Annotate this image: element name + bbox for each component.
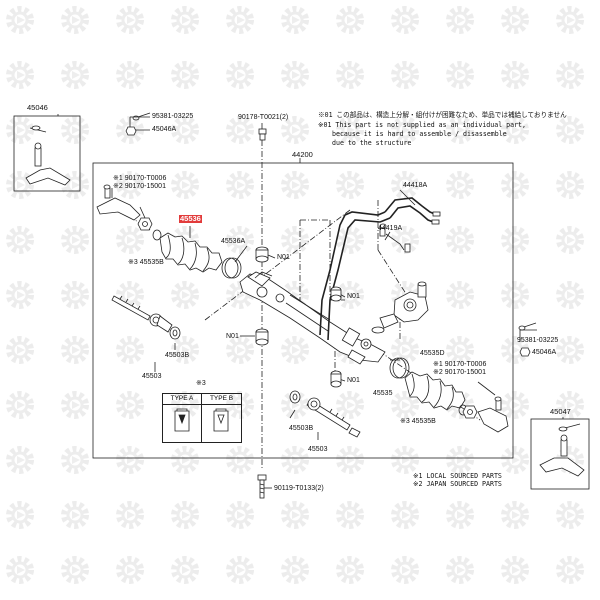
inner-tie-rod-right xyxy=(306,397,361,438)
type-b-label: TYPE B xyxy=(202,394,241,405)
part-label-n01-c[interactable]: N01 xyxy=(226,333,239,340)
leader-line xyxy=(139,206,146,219)
part-label-90170-t0006-left[interactable]: ※1 90170-T0006 xyxy=(113,175,167,182)
bolt-90178 xyxy=(258,128,267,141)
part-label-44418a[interactable]: 44418A xyxy=(403,182,428,189)
part-label-90170-15001-right[interactable]: ※2 90170-15001 xyxy=(433,369,486,376)
part-label-n01-d[interactable]: N01 xyxy=(347,377,360,384)
n01-bushing-a xyxy=(255,246,269,263)
part-label-n01-a[interactable]: N01 xyxy=(277,254,290,261)
part-label-n01-b[interactable]: N01 xyxy=(347,293,360,300)
legend-japan-sourced: ※2 JAPAN SOURCED PARTS xyxy=(413,480,502,488)
part-label-45535b-right[interactable]: ※3 45535B xyxy=(400,418,436,425)
part-label-90170-t0006-right[interactable]: ※1 90170-T0006 xyxy=(433,361,487,368)
note-english-3: due to the structure xyxy=(332,139,412,147)
leader-line xyxy=(384,231,391,241)
tie-rod-end-left xyxy=(96,184,141,221)
part-label-45047[interactable]: 45047 xyxy=(550,407,571,416)
hydraulic-lines xyxy=(319,197,438,341)
note-english-2: because it is hard to assemble / disasse… xyxy=(332,130,507,138)
part-label-45536-highlighted[interactable]: 45536 xyxy=(179,214,202,223)
line-fittings xyxy=(379,211,441,253)
rack-housing xyxy=(239,271,386,365)
clamp-45536a xyxy=(221,257,242,279)
cotter-pin-right xyxy=(518,322,537,331)
n01-bushing-b xyxy=(330,286,342,302)
tie-rod-end-box-left xyxy=(13,115,81,192)
pinion-valve xyxy=(371,281,429,334)
type-legend-marker: ※3 xyxy=(196,380,206,387)
part-label-95381-right[interactable]: 95381-03225 xyxy=(517,337,559,344)
part-label-45046[interactable]: 45046 xyxy=(27,103,48,112)
lock-washer-45503b-right xyxy=(289,390,301,404)
part-label-45046a-right[interactable]: 45046A xyxy=(532,349,557,356)
leader-line xyxy=(289,409,296,419)
part-label-45535[interactable]: 45535 xyxy=(373,390,393,397)
part-label-90119[interactable]: 90119-T0133(2) xyxy=(274,485,324,492)
washer-45046a-left xyxy=(125,126,137,136)
part-label-45503b-right[interactable]: 45503B xyxy=(289,425,314,432)
rack-boot-45536 xyxy=(159,232,223,273)
center-line xyxy=(377,249,411,301)
rack-boot-45535 xyxy=(404,371,466,411)
leader-line xyxy=(477,381,496,396)
leader-line xyxy=(399,189,416,206)
part-label-45503b-left[interactable]: 45503B xyxy=(165,352,190,359)
tie-rod-end-45047 xyxy=(539,423,585,477)
clamp-45535d xyxy=(389,357,410,379)
type-a-label: TYPE A xyxy=(163,394,202,405)
center-line xyxy=(204,209,351,321)
note-japanese: ※01 この部品は、構造上分解・組付けが困難なため、単品では補給しておりません xyxy=(318,111,567,119)
tie-rod-end-45046 xyxy=(25,125,71,186)
inner-tie-rod-left xyxy=(111,295,173,333)
nut-right xyxy=(462,405,478,419)
lock-washer-45503b-left xyxy=(169,326,181,340)
part-label-44200[interactable]: 44200 xyxy=(292,150,313,159)
part-label-90178[interactable]: 90178-T0021(2) xyxy=(238,114,289,121)
assembly-frame xyxy=(92,162,514,459)
part-label-44419a[interactable]: 44419A xyxy=(378,225,403,232)
clip-45535b-left xyxy=(152,229,162,241)
part-label-45535b-left[interactable]: ※3 45535B xyxy=(128,259,164,266)
type-legend-box: TYPE A TYPE B xyxy=(162,393,242,443)
legend-local-sourced: ※1 LOCAL SOURCED PARTS xyxy=(413,472,502,480)
note-english-1: ※01 This part is not supplied as an indi… xyxy=(318,121,526,129)
part-label-45535d[interactable]: 45535D xyxy=(420,350,445,357)
cotter-pin-left xyxy=(132,112,151,121)
leader-line xyxy=(267,254,276,259)
part-label-45503-left[interactable]: 45503 xyxy=(142,373,162,380)
part-label-95381-left[interactable]: 95381-03225 xyxy=(152,113,194,120)
tie-rod-end-right xyxy=(477,396,509,433)
part-label-90170-15001-left[interactable]: ※2 90170-15001 xyxy=(113,183,166,190)
n01-bushing-c xyxy=(255,328,269,346)
type-icons xyxy=(174,408,229,432)
part-label-45503-right[interactable]: 45503 xyxy=(308,446,328,453)
part-label-45046a-left[interactable]: 45046A xyxy=(152,126,177,133)
bolt-90119 xyxy=(257,474,267,499)
washer-45046a-right xyxy=(519,347,531,357)
part-label-45536a[interactable]: 45536A xyxy=(221,238,246,245)
n01-bushing-d xyxy=(330,370,342,388)
tie-rod-end-box-right xyxy=(530,418,590,490)
nut-left xyxy=(137,217,153,231)
